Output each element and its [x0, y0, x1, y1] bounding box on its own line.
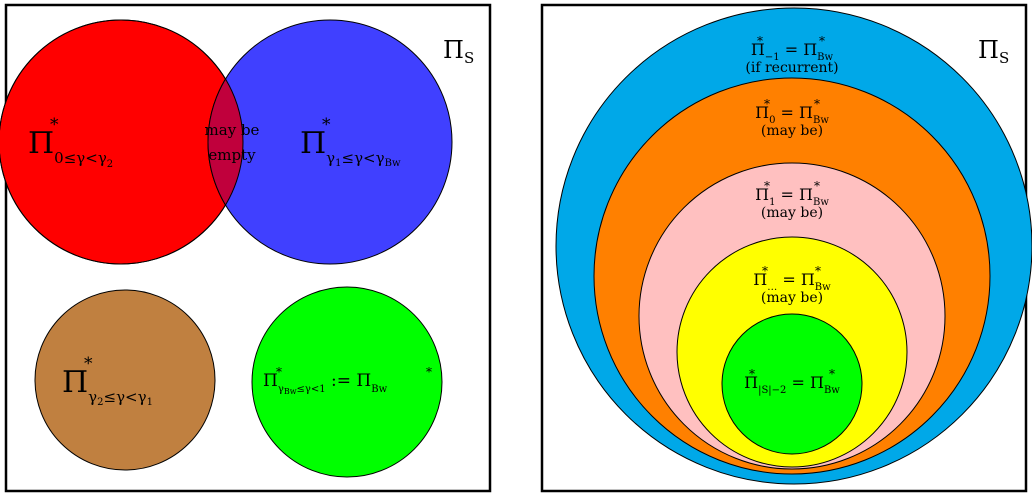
brown-circle — [34, 289, 216, 471]
svg-text:*: * — [814, 179, 820, 193]
blue-circle — [207, 19, 453, 265]
ring-4-note: (may be) — [761, 290, 823, 306]
svg-text:*: * — [815, 264, 821, 278]
ring-2-note: (may be) — [761, 123, 823, 139]
svg-text:*: * — [749, 367, 755, 381]
right-panel: ΠS Π−1 = ΠBw * * (if recurrent) Π0 = ΠBw… — [540, 3, 1032, 493]
ring-3-note: (may be) — [761, 205, 823, 221]
svg-text:*: * — [829, 367, 835, 381]
svg-text:*: * — [50, 115, 59, 135]
overlap-label-line1: may be — [205, 121, 260, 139]
overlap-region — [207, 20, 243, 264]
svg-text:*: * — [814, 97, 820, 111]
svg-text:*: * — [322, 115, 331, 135]
overlap-label-line2: empty — [208, 146, 256, 164]
svg-text:*: * — [426, 365, 432, 379]
ring-5-circle — [721, 313, 863, 455]
svg-text:*: * — [762, 264, 768, 278]
green-circle — [251, 286, 443, 478]
svg-text:*: * — [819, 34, 825, 48]
ring-1-note: (if recurrent) — [745, 60, 838, 76]
svg-text:*: * — [276, 365, 282, 379]
left-panel: ΠS Π0≤γ<γ2 * may be empty Πγ1≤γ<γBw * Πγ… — [0, 3, 492, 493]
svg-text:*: * — [764, 179, 770, 193]
svg-text:*: * — [757, 34, 763, 48]
svg-text:*: * — [84, 354, 93, 374]
svg-text:*: * — [764, 97, 770, 111]
